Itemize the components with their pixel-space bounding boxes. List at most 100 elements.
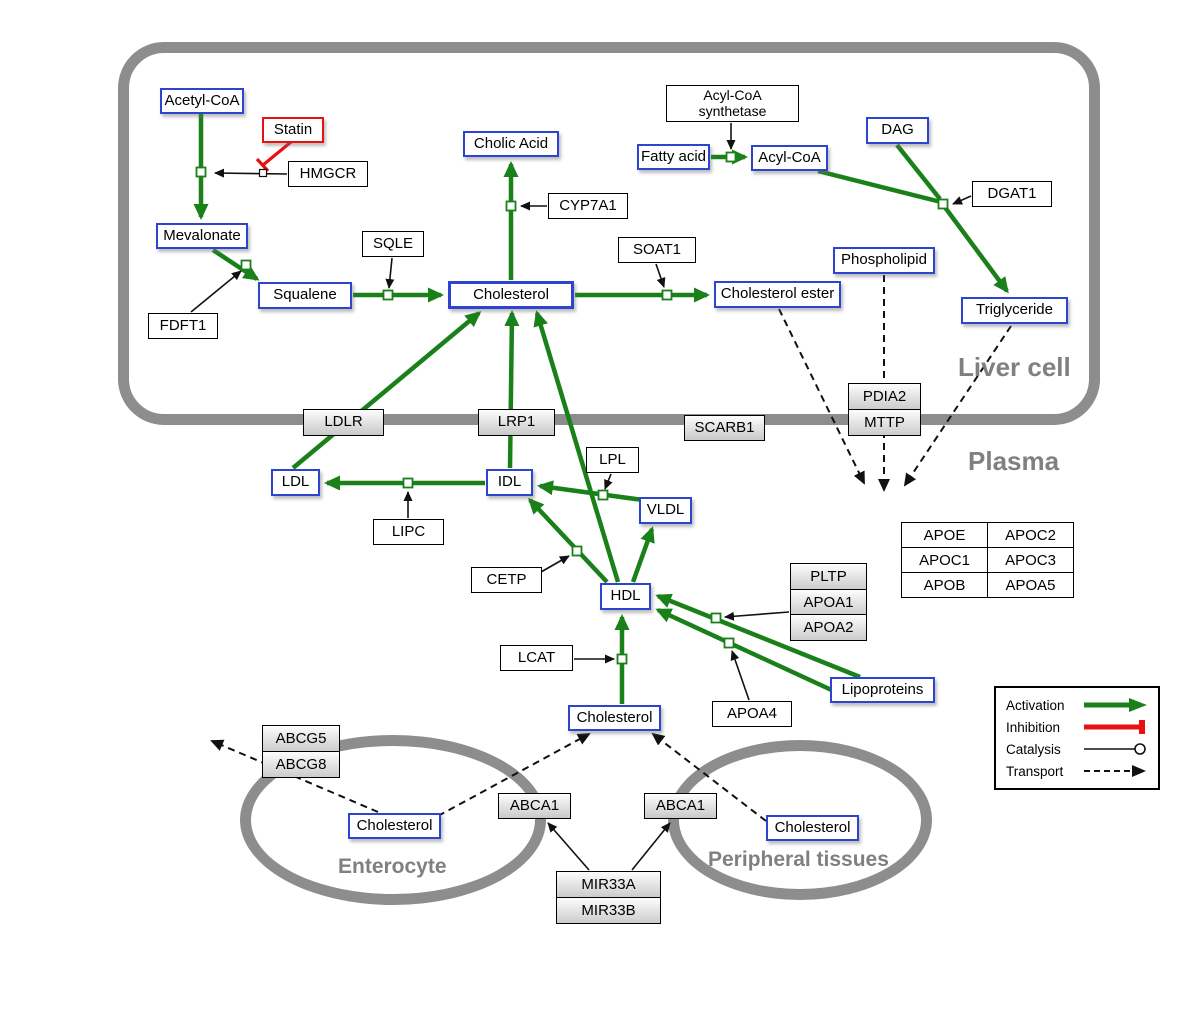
node-acyl-coa-synthetase[interactable]: Acyl-CoA synthetase xyxy=(666,85,799,122)
liver-cell-compartment xyxy=(118,42,1100,425)
edge-sqle-catalysis xyxy=(385,257,395,289)
node-triglyceride[interactable]: Triglyceride xyxy=(961,297,1068,324)
node-mir33a[interactable]: MIR33A xyxy=(556,871,661,898)
node-sqle[interactable]: SQLE xyxy=(362,231,424,257)
node-phospholipid[interactable]: Phospholipid xyxy=(833,247,935,274)
node-fdft1[interactable]: FDFT1 xyxy=(148,313,218,339)
node-lipoproteins[interactable]: Lipoproteins xyxy=(830,677,935,703)
edge-statin-inhibition xyxy=(261,140,293,167)
node-fatty-acid[interactable]: Fatty acid xyxy=(637,144,710,170)
process-node xyxy=(402,477,414,489)
node-soat1[interactable]: SOAT1 xyxy=(618,237,696,263)
process-node xyxy=(571,545,583,557)
process-node xyxy=(195,166,207,178)
node-cholesterol-liver[interactable]: Cholesterol xyxy=(448,281,574,309)
legend-row-activation: Activation xyxy=(1006,697,1148,713)
edge-dgat1-catalysis xyxy=(952,195,972,205)
process-node xyxy=(725,151,737,163)
pltp-apoa-complex: PLTP APOA1 APOA2 xyxy=(790,563,867,641)
node-hmgcr[interactable]: HMGCR xyxy=(288,161,368,187)
node-lpl[interactable]: LPL xyxy=(586,447,639,473)
node-abca1-right[interactable]: ABCA1 xyxy=(644,793,717,819)
legend-catalysis-label: Catalysis xyxy=(1006,741,1061,757)
node-mttp[interactable]: MTTP xyxy=(848,408,921,436)
node-idl[interactable]: IDL xyxy=(486,469,533,496)
node-mir33b[interactable]: MIR33B xyxy=(556,896,661,924)
edge-lpl-catalysis xyxy=(604,473,613,490)
node-scarb1[interactable]: SCARB1 xyxy=(684,415,765,441)
node-cholesterol-enterocyte[interactable]: Cholesterol xyxy=(348,813,441,839)
enterocyte-label: Enterocyte xyxy=(338,855,447,878)
legend-row-catalysis: Catalysis xyxy=(1006,741,1148,757)
node-apob[interactable]: APOB xyxy=(901,572,988,598)
node-statin[interactable]: Statin xyxy=(262,117,324,143)
node-pdia2[interactable]: PDIA2 xyxy=(848,383,921,410)
node-cyp7a1[interactable]: CYP7A1 xyxy=(548,193,628,219)
edge-fdft1-catalysis xyxy=(190,270,242,313)
node-lcat[interactable]: LCAT xyxy=(500,645,573,671)
node-vldl[interactable]: VLDL xyxy=(639,497,692,524)
edge-dag-dgat-junction xyxy=(895,143,942,201)
node-squalene[interactable]: Squalene xyxy=(258,282,352,309)
edge-idl-cholesterol xyxy=(504,310,520,469)
edge-apoa4-catalysis xyxy=(730,650,750,701)
node-cetp[interactable]: CETP xyxy=(471,567,542,593)
edge-cetp-catalysis xyxy=(540,555,570,573)
transport-dashed-arrow-icon xyxy=(1084,765,1146,777)
hmgcr-anchor-node xyxy=(258,168,268,178)
edge-lipoproteins-hdl-2 xyxy=(655,607,839,696)
edge-hmgcr-catalysis xyxy=(214,168,288,178)
node-acyl-coa[interactable]: Acyl-CoA xyxy=(751,145,828,171)
legend-row-transport: Transport xyxy=(1006,763,1148,779)
edge-mir33-abca1-right xyxy=(631,822,671,871)
node-abcg8[interactable]: ABCG8 xyxy=(262,750,340,778)
edge-junction-triglyceride xyxy=(942,204,1009,294)
node-apoc1[interactable]: APOC1 xyxy=(901,547,988,573)
mir33-complex: MIR33A MIR33B xyxy=(556,871,661,924)
apolipoprotein-table: APOE APOC2 APOC1 APOC3 APOB APOA5 xyxy=(901,522,1074,598)
process-node xyxy=(937,198,949,210)
edge-hdl-idl xyxy=(527,497,609,584)
node-apoc2[interactable]: APOC2 xyxy=(987,522,1074,548)
node-lipc[interactable]: LIPC xyxy=(373,519,444,545)
node-abcg5[interactable]: ABCG5 xyxy=(262,725,340,752)
node-apoc3[interactable]: APOC3 xyxy=(987,547,1074,573)
node-dag[interactable]: DAG xyxy=(866,117,929,144)
process-node xyxy=(597,489,609,501)
node-ldlr[interactable]: LDLR xyxy=(303,409,384,436)
node-ldl[interactable]: LDL xyxy=(271,469,320,496)
node-lrp1[interactable]: LRP1 xyxy=(478,409,555,436)
node-apoe[interactable]: APOE xyxy=(901,522,988,548)
node-apoa2[interactable]: APOA2 xyxy=(790,614,867,641)
liver-cell-label: Liver cell xyxy=(958,352,1071,382)
plasma-label: Plasma xyxy=(968,446,1060,476)
process-node xyxy=(382,289,394,301)
node-cholesterol-plasma[interactable]: Cholesterol xyxy=(568,705,661,731)
edge-soat1-catalysis xyxy=(655,263,666,288)
pdia2-mttp-complex: PDIA2 MTTP xyxy=(848,383,921,436)
process-node xyxy=(505,200,517,212)
node-mevalonate[interactable]: Mevalonate xyxy=(156,223,248,249)
node-apoa5[interactable]: APOA5 xyxy=(987,572,1074,598)
node-abca1-left[interactable]: ABCA1 xyxy=(498,793,571,819)
node-dgat1[interactable]: DGAT1 xyxy=(972,181,1052,207)
edge-lipoproteins-hdl-1 xyxy=(655,593,861,680)
node-acetyl-coa[interactable]: Acetyl-CoA xyxy=(160,88,244,114)
node-cholesterol-peripheral[interactable]: Cholesterol xyxy=(766,815,859,841)
process-node xyxy=(710,612,722,624)
node-hdl[interactable]: HDL xyxy=(600,583,651,610)
peripheral-tissues-label: Peripheral tissues xyxy=(708,848,889,871)
edge-hdl-cholesterol xyxy=(533,310,621,583)
edge-cholesterolester-plasma xyxy=(778,308,865,485)
legend-transport-label: Transport xyxy=(1006,763,1064,779)
node-apoa1[interactable]: APOA1 xyxy=(790,588,867,616)
node-pltp[interactable]: PLTP xyxy=(790,563,867,590)
edge-mevalonate-squalene xyxy=(211,248,260,281)
node-cholesterol-ester[interactable]: Cholesterol ester xyxy=(714,281,841,308)
activation-arrow-icon xyxy=(1084,698,1147,712)
node-cholic-acid[interactable]: Cholic Acid xyxy=(463,131,559,157)
node-apoa4[interactable]: APOA4 xyxy=(712,701,792,727)
legend-row-inhibition: Inhibition xyxy=(1006,719,1148,735)
